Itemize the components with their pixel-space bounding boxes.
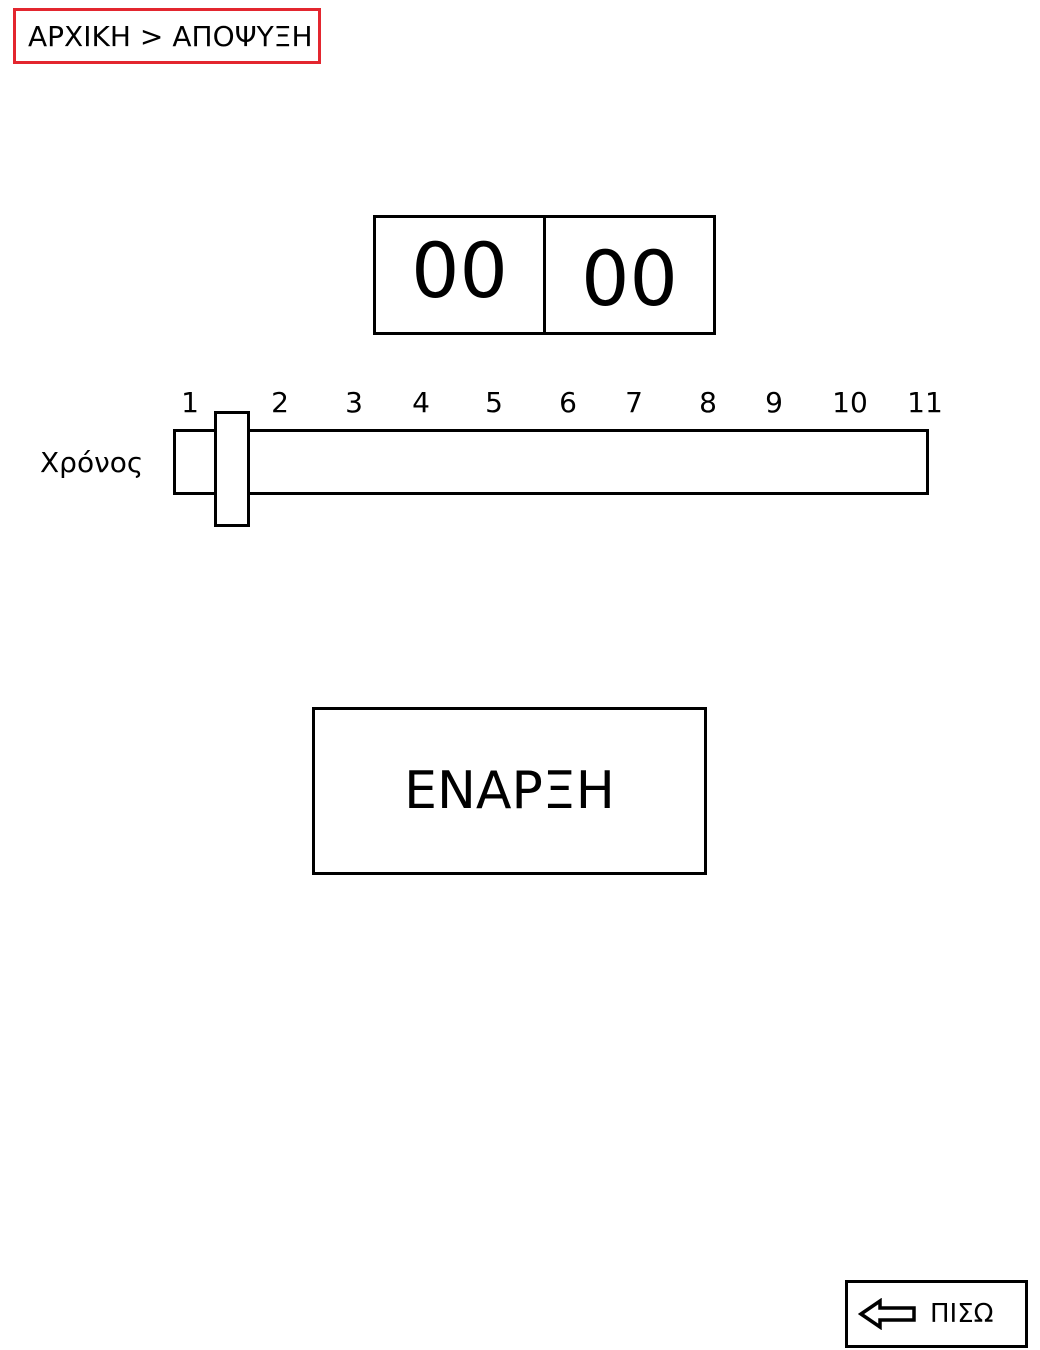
slider-tick: 3: [345, 386, 363, 419]
breadcrumb-current: ΑΠΟΨΥΞΗ: [172, 19, 313, 53]
timer-seconds: 00: [543, 218, 713, 332]
arrow-left-icon: [857, 1297, 918, 1331]
slider-tick: 5: [485, 386, 503, 419]
slider-ticks: 1 2 3 4 5 6 7 8 9 10 11: [0, 386, 1040, 426]
slider-tick: 8: [699, 386, 717, 419]
breadcrumb-home[interactable]: ΑΡΧΙΚΗ: [28, 19, 131, 53]
time-slider-track[interactable]: [173, 429, 929, 495]
slider-tick: 6: [559, 386, 577, 419]
slider-tick: 10: [832, 386, 868, 419]
slider-label: Χρόνος: [40, 446, 144, 479]
slider-tick: 2: [271, 386, 289, 419]
start-button[interactable]: ΕΝΑΡΞΗ: [312, 707, 707, 875]
back-button-label: ΠΙΣΩ: [930, 1299, 994, 1329]
slider-tick: 4: [412, 386, 430, 419]
breadcrumb-separator: >: [139, 19, 164, 53]
slider-tick: 1: [181, 386, 199, 419]
slider-tick: 11: [907, 386, 943, 419]
back-button[interactable]: ΠΙΣΩ: [845, 1280, 1028, 1348]
breadcrumb: ΑΡΧΙΚΗ > ΑΠΟΨΥΞΗ: [13, 8, 321, 64]
timer-display: 00 00: [373, 215, 716, 335]
time-slider-thumb[interactable]: [214, 411, 250, 527]
slider-tick: 7: [625, 386, 643, 419]
timer-minutes: 00: [411, 226, 508, 315]
slider-tick: 9: [765, 386, 783, 419]
